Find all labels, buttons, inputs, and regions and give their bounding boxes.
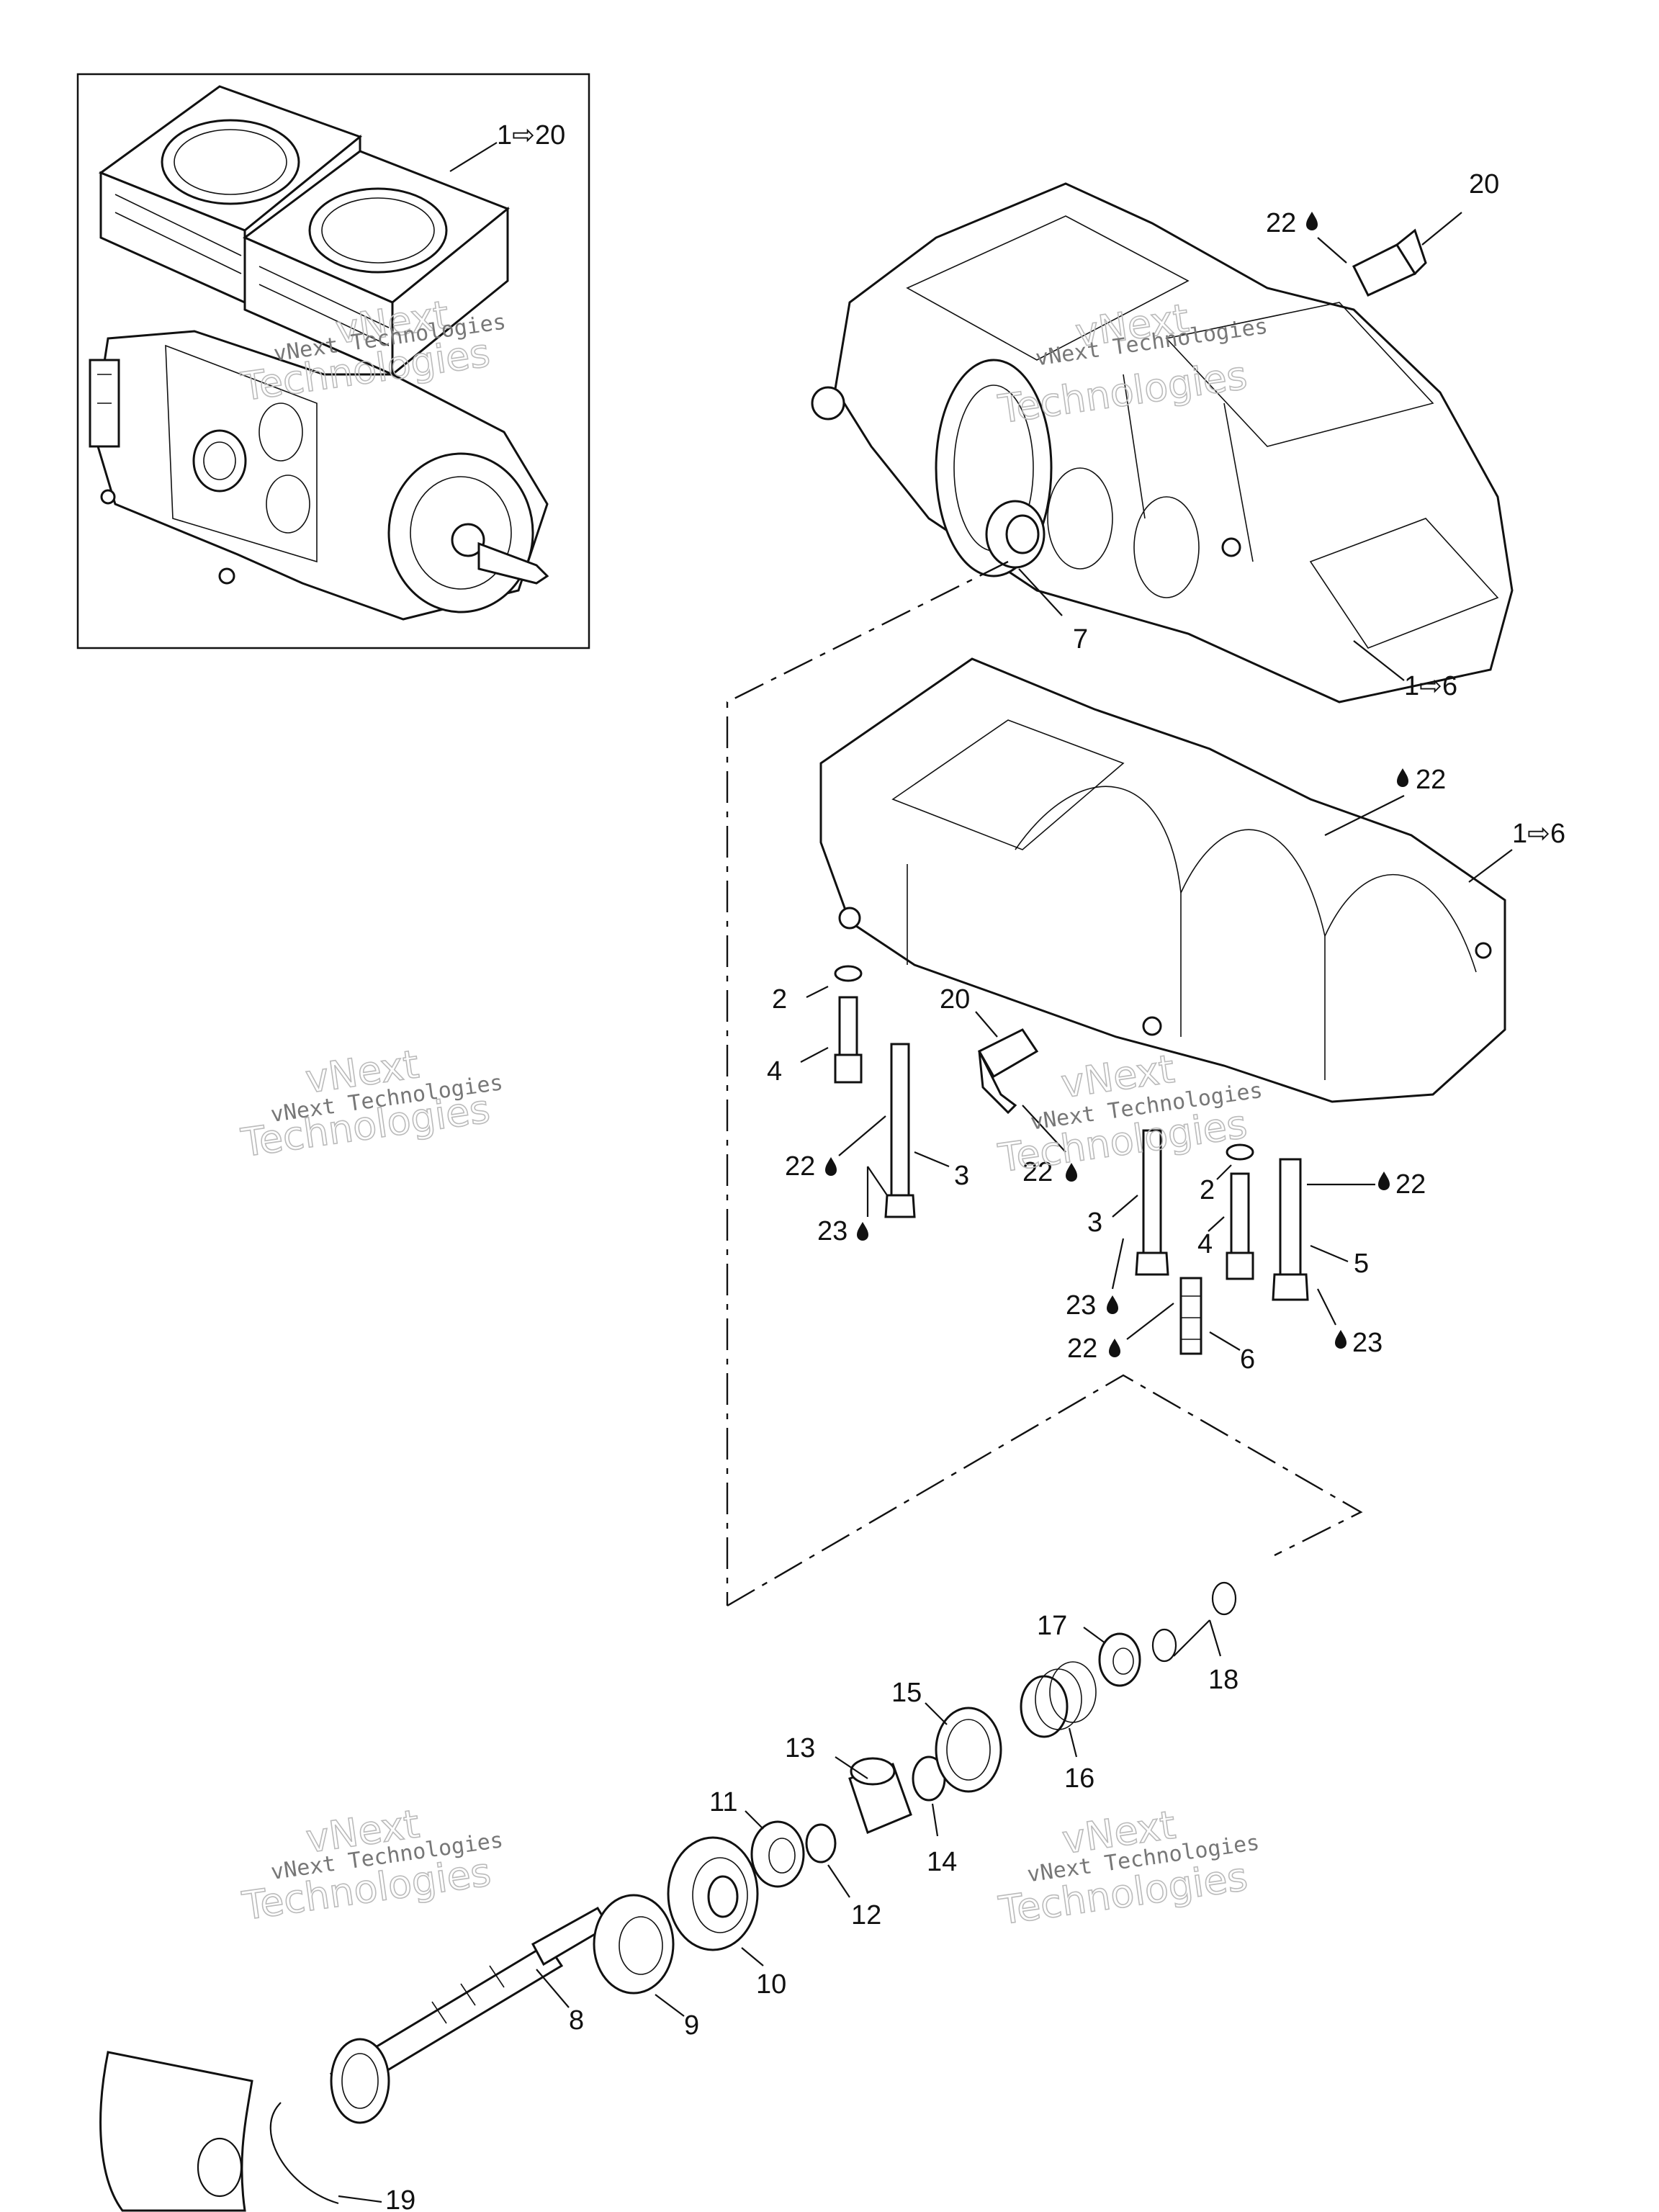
label-6: 6 [1240,1344,1255,1375]
sealant-drop-icon [1335,1330,1346,1349]
lower-crankcase-half [819,657,1506,1103]
engine-cylinder-right [243,150,510,377]
part-15-gear: 15 [891,1678,1002,1793]
part-12-circlip: 12 [805,1823,881,1930]
sealant-drop-icon [825,1157,837,1176]
engine-inset: 1⇨20 [76,73,590,649]
assembly-dash-left [726,560,1009,1606]
part-2-washer-right: 2 [1200,1143,1254,1205]
label-23c: 23 [1352,1328,1382,1358]
label-12: 12 [851,1900,881,1930]
watermark-3: vNext vNext Technologies Technologies [238,1040,505,1166]
label-22e: 22 [1067,1334,1097,1364]
label-11: 11 [709,1787,737,1817]
label-7: 7 [1073,624,1088,655]
sealant-drop-icon [1109,1339,1120,1357]
part-16-spring: 16 [1020,1661,1097,1794]
label-19: 19 [385,2185,415,2212]
label-22f: 22 [1395,1169,1426,1200]
label-17: 17 [1037,1611,1067,1641]
part-2-washer-left: 2 [772,965,863,1015]
label-2a: 2 [772,984,787,1015]
label-22b: 22 [1416,765,1446,795]
part-17-cup: 17 [1037,1611,1141,1687]
part-10-bearing: 10 [667,1836,786,2000]
label-2b: 2 [1200,1175,1215,1205]
label-4a: 4 [767,1056,782,1087]
label-22d: 22 [1022,1157,1053,1187]
label-22c: 22 [785,1151,815,1182]
label-9: 9 [684,2010,699,2041]
label-3b: 3 [1087,1208,1102,1238]
engine-crankcase [89,330,549,621]
part-4-bolt-left: 4 [767,996,863,1087]
label-22a: 22 [1266,208,1296,238]
inset-ref-label: 1⇨20 [497,120,565,150]
part-7-seal: 7 [985,500,1088,655]
sealant-drop-icon [1397,768,1408,787]
label-5: 5 [1354,1249,1369,1279]
label-23b: 23 [1066,1290,1096,1321]
watermark-5: vNext vNext Technologies Technologies [238,1800,504,1929]
sealant-drop-icon [857,1222,868,1241]
sealant-drop-icon [1378,1172,1390,1190]
lower-ref-label: 1⇨6 [1512,819,1565,849]
label-14: 14 [927,1847,957,1877]
part-3-bolt-right: 3 [1087,1129,1169,1276]
label-20a: 20 [1469,169,1499,199]
label-16: 16 [1064,1763,1094,1794]
part-11-washer: 11 [709,1787,805,1888]
part-4-bolt-right: 4 [1197,1172,1254,1280]
label-15: 15 [891,1678,922,1708]
part-20-lower-fitting: 20 [940,984,1039,1115]
label-20b: 20 [940,984,970,1015]
label-10: 10 [756,1969,786,2000]
upper-ref-label: 1⇨6 [1404,671,1457,701]
part-5-bolt: 5 [1272,1158,1369,1301]
sealant-drop-icon [1107,1295,1118,1314]
part-13-sleeve: 13 [785,1733,912,1835]
sealant-drop-icon [1306,212,1318,230]
part-8-shaft-gear [330,2038,390,2124]
part-20-top-fitting: 20 22 [1266,169,1499,297]
watermark-6: vNext vNext Technologies Technologies [995,1802,1261,1934]
label-23a: 23 [817,1216,848,1246]
label-3a: 3 [954,1161,969,1191]
part-6-stud: 6 [1179,1277,1255,1375]
assembly-dash-bottom [727,1374,1363,1607]
part-3-bolt-left: 3 [884,1043,969,1218]
label-8: 8 [569,2005,584,2036]
label-18: 18 [1208,1665,1238,1695]
part-19-retaining-ring: 19 [99,2051,415,2212]
part-18-circlip: 18 [1151,1581,1238,1695]
label-13: 13 [785,1733,815,1763]
label-4b: 4 [1197,1229,1213,1259]
part-9-seal: 9 [593,1894,699,2041]
